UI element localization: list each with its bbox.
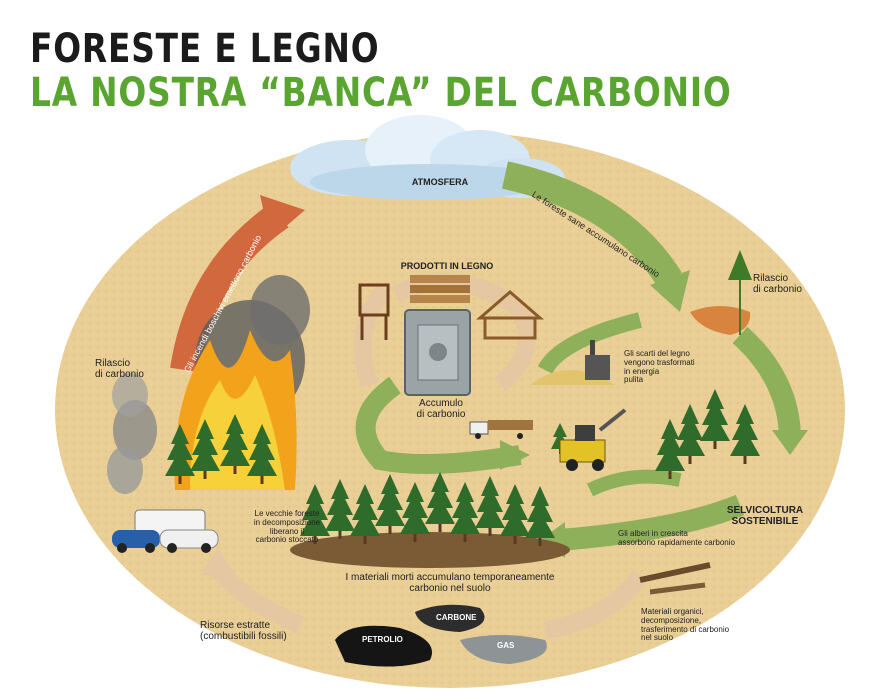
arrow-products-down xyxy=(353,284,392,389)
arrow-right-down xyxy=(732,326,801,441)
label-accumulo: Accumulo di carbonio xyxy=(416,398,466,420)
label-scarti-legno: Gli scarti del legno vengono trasformati… xyxy=(624,349,695,385)
smoke-left xyxy=(107,373,157,494)
vault-icon xyxy=(404,309,471,396)
central-forest xyxy=(290,472,570,568)
lumber-icon xyxy=(410,275,470,303)
vehicles xyxy=(112,509,219,553)
label-prodotti-in-legno: PRODOTTI IN LEGNO xyxy=(400,261,494,271)
label-petrolio: PETROLIO xyxy=(362,635,403,644)
label-atmosfera: ATMOSFERA xyxy=(411,177,469,187)
label-vecchie-foreste: Le vecchie foreste in decomposizione lib… xyxy=(253,509,321,545)
fossil-coal xyxy=(415,604,485,632)
label-gas: GAS xyxy=(497,641,515,650)
dead-wood xyxy=(639,562,711,595)
arrow-vault-loop xyxy=(355,376,522,474)
label-materiali-organici: Materiali organici, decomposizione, tras… xyxy=(641,607,730,643)
fossil-gas xyxy=(460,635,547,664)
chair-icon xyxy=(358,283,390,340)
label-selvicoltura: SELVICOLTURA SOSTENIBILE xyxy=(726,505,804,527)
fossil-oil xyxy=(335,625,432,667)
label-rilascio-right: Rilascio di carbonio xyxy=(753,273,802,295)
label-alberi-crescita: Gli alberi in crescita assorbono rapidam… xyxy=(618,529,735,547)
arrow-growing-trees xyxy=(559,494,745,551)
house-frame-icon xyxy=(475,290,545,340)
title-line-1: FORESTE E LEGNO xyxy=(30,26,380,72)
forest-fire xyxy=(165,275,310,490)
log-truck xyxy=(469,420,533,439)
arrow-fires-emit-head xyxy=(260,195,305,240)
label-materiali-morti: I materiali morti accumulano temporaneam… xyxy=(345,572,555,594)
hand-seedling xyxy=(690,250,752,335)
title-line-2: LA NOSTRA “BANCA” DEL CARBONIO xyxy=(30,70,732,116)
arrow-organic-to-soil xyxy=(543,569,648,639)
arrow-fires-emit xyxy=(170,202,289,373)
arrow-products-loop xyxy=(390,273,536,392)
arrow-forests-absorb-head xyxy=(650,270,690,312)
harvester-machine xyxy=(559,408,627,471)
sawdust-factory xyxy=(530,340,615,385)
arrow-forests-absorb xyxy=(501,161,682,288)
arrow-harvest-to-products xyxy=(537,312,642,375)
label-carbone: CARBONE xyxy=(436,613,477,622)
label-rilascio-left: Rilascio di carbonio xyxy=(95,358,144,380)
label-risorse-estratte: Risorse estratte (combustibili fossili) xyxy=(200,620,287,642)
